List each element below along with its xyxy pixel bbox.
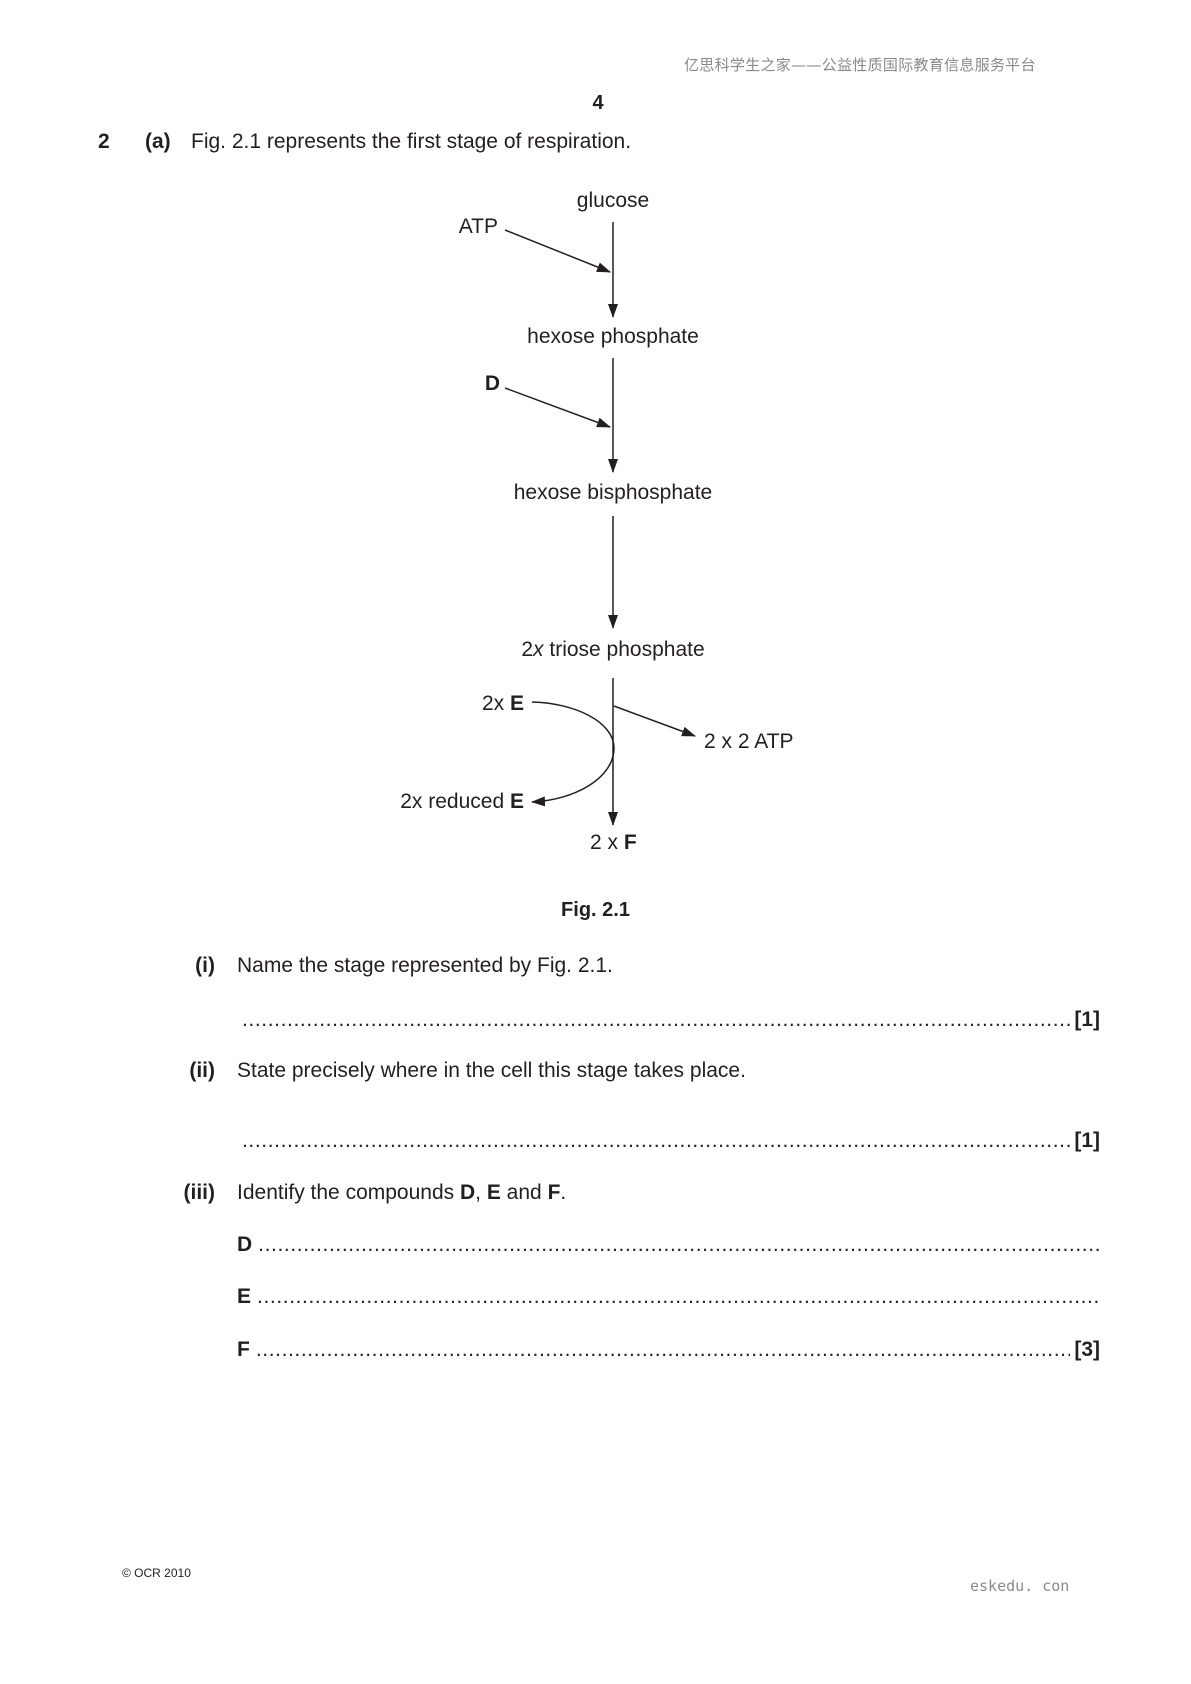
header-watermark: 亿思科学生之家——公益性质国际教育信息服务平台: [684, 56, 1036, 74]
subquestion-i-label: (i): [195, 954, 215, 977]
answer-line-d[interactable]: D ......................................…: [237, 1233, 1100, 1257]
atp-input-label: ATP: [459, 215, 498, 238]
hexose-phosphate-label: hexose phosphate: [527, 325, 699, 348]
figure-caption: Fig. 2.1: [561, 899, 630, 921]
subquestion-i-text: Name the stage represented by Fig. 2.1.: [237, 954, 613, 977]
arrow-atp-output: [613, 705, 696, 737]
mark-allocation: [1]: [1074, 1008, 1100, 1031]
answer-dots: ........................................…: [258, 1233, 1100, 1256]
answer-line-e[interactable]: E ......................................…: [237, 1285, 1100, 1309]
mark-allocation: [3]: [1074, 1338, 1100, 1361]
subquestion-ii-text: State precisely where in the cell this s…: [237, 1059, 746, 1082]
d-input-label: D: [485, 372, 500, 395]
mark-allocation: [1]: [1074, 1129, 1100, 1152]
subquestion-ii-label: (ii): [189, 1059, 215, 1082]
atp-output-label: 2 x 2 ATP: [704, 730, 794, 753]
answer-letter-d: D: [237, 1233, 253, 1256]
glucose-label: glucose: [577, 189, 649, 212]
page-number: 4: [592, 92, 604, 114]
answer-line-ii[interactable]: ........................................…: [242, 1129, 1100, 1153]
question-intro: Fig. 2.1 represents the first stage of r…: [191, 130, 632, 153]
question-part: (a): [145, 130, 171, 153]
answer-dots: ........................................…: [242, 1008, 1070, 1031]
hexose-bisphosphate-label: hexose bisphosphate: [514, 481, 713, 504]
footer-site-watermark: eskedu. con: [970, 1577, 1070, 1595]
subquestion-iii-text: Identify the compounds D, E and F.: [237, 1181, 567, 1204]
e-input-label: 2x E: [482, 692, 524, 715]
arrow-atp-input: [504, 229, 611, 273]
reduced-e-label: 2x reduced E: [400, 790, 524, 813]
answer-letter-e: E: [237, 1285, 252, 1308]
f-output-label: 2 x F: [590, 831, 637, 854]
answer-dots: ........................................…: [257, 1285, 1100, 1308]
arrow-d-input: [504, 387, 611, 428]
question-number: 2: [98, 130, 110, 153]
answer-dots: ........................................…: [242, 1129, 1070, 1152]
answer-letter-f: F: [237, 1338, 250, 1361]
arrow-e-reduction-curve: [531, 701, 615, 807]
copyright-notice: © OCR 2010: [122, 1566, 191, 1580]
triose-phosphate-label: 2x triose phosphate: [521, 638, 704, 661]
respiration-diagram: glucose ATP hexose phosphate D hexose bi…: [400, 189, 794, 854]
answer-line-f[interactable]: F ......................................…: [237, 1338, 1100, 1362]
subquestion-iii-label: (iii): [183, 1181, 216, 1204]
answer-line-i[interactable]: ........................................…: [242, 1008, 1100, 1032]
answer-dots: ........................................…: [255, 1338, 1071, 1361]
